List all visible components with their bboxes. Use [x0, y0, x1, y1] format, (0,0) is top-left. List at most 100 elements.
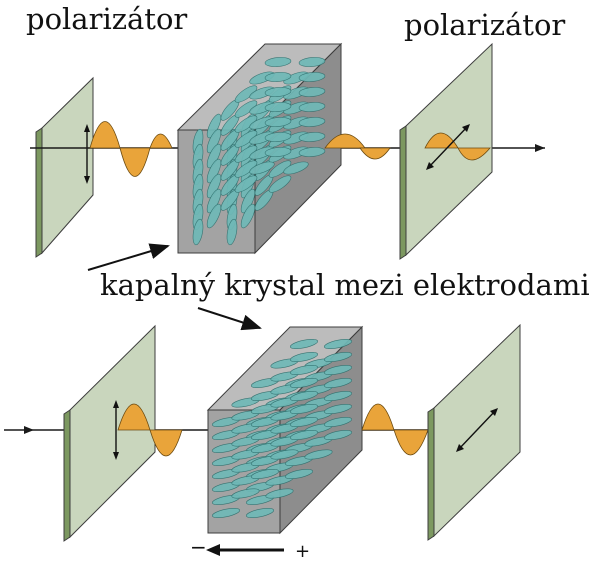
liquid-crystal-molecule [234, 145, 258, 163]
liquid-crystal-molecule [206, 143, 222, 169]
liquid-crystal-molecule [323, 351, 353, 363]
polarizer-face [69, 324, 156, 539]
liquid-crystal-molecule [298, 72, 326, 82]
liquid-crystal-molecule [289, 390, 319, 402]
liquid-crystal-molecule [284, 468, 314, 480]
arrow-tip [456, 444, 464, 452]
electrode-minus-sign: − [190, 535, 207, 559]
polarizer-edge [427, 407, 435, 541]
liquid-crystal-molecule [298, 132, 326, 142]
arrow-tip [490, 408, 498, 416]
liquid-crystal-molecule [323, 364, 353, 376]
top-right-polarizer [399, 42, 493, 260]
polarizer-edge [35, 127, 43, 258]
liquid-crystal-molecule [289, 429, 319, 441]
liquid-crystal-molecule [245, 507, 275, 519]
liquid-crystal-molecule [206, 128, 222, 154]
bottom-right-polarizer [427, 323, 521, 541]
diagonal-polarization-arrow [457, 409, 497, 451]
liquid-crystal-molecule [323, 377, 353, 389]
arrow-tip-down [84, 176, 90, 184]
liquid-crystal-molecule [289, 416, 319, 428]
liquid-crystal-molecule [265, 488, 294, 499]
wave-exit-lobe-down [393, 429, 429, 456]
wave-exit-lobe-up [361, 403, 395, 431]
liquid-crystal-molecule [289, 364, 319, 376]
liquid-crystal-molecule [289, 351, 319, 363]
liquid-crystal-molecule [250, 468, 280, 480]
arrow-tip-down [113, 452, 119, 460]
liquid-crystal-molecule [298, 102, 326, 112]
label-pointer-up [87, 243, 170, 271]
liquid-crystal-molecule [289, 403, 319, 415]
liquid-crystal-molecule [211, 507, 241, 519]
liquid-crystal-molecule [264, 117, 292, 127]
liquid-crystal-molecule [234, 175, 258, 193]
liquid-crystal-molecule [192, 218, 204, 246]
arrow-tip-up [84, 124, 90, 132]
aligned-molecules [211, 338, 353, 519]
liquid-crystal-molecule [231, 488, 260, 499]
wave-lobe-down [119, 147, 151, 177]
bottom-left-polarizer [63, 324, 156, 542]
liquid-crystal-molecule [270, 449, 299, 460]
liquid-crystal-molecule [264, 102, 292, 112]
liquid-crystal-molecule [289, 377, 319, 389]
arrow-tip [426, 162, 434, 170]
liquid-crystal-molecule [304, 449, 333, 460]
wave-lobe-down [149, 429, 183, 457]
liquid-crystal-molecule [206, 173, 222, 199]
liquid-crystal-molecule [289, 338, 319, 350]
wave-lobe-up [117, 403, 151, 431]
top-left-polarizer [35, 76, 94, 258]
liquid-crystal-molecule [264, 147, 292, 157]
polarizer-right-label: polarizátor [404, 8, 566, 42]
polarizer-edge [399, 125, 407, 260]
electric-field-arrowhead [206, 544, 220, 556]
liquid-crystal-molecule [234, 115, 258, 133]
liquid-crystal-molecule [234, 160, 258, 178]
bottom-beam-arrowhead [24, 426, 34, 434]
liquid-crystal-molecule [249, 161, 275, 175]
label-pointer-down [197, 307, 262, 331]
liquid-crystal-molecule [268, 160, 292, 178]
liquid-crystal-molecule [234, 85, 258, 103]
wave-lobe-up [89, 121, 121, 149]
liquid-crystal-molecule [240, 188, 256, 214]
liquid-crystal-molecule [240, 203, 256, 229]
polarizer-left-label: polarizátor [26, 2, 188, 36]
liquid-crystal-molecule [206, 188, 222, 214]
liquid-crystal-molecule [323, 429, 353, 441]
liquid-crystal-molecule [234, 100, 258, 118]
liquid-crystal-molecule [264, 72, 292, 82]
liquid-crystal-molecule [323, 403, 353, 415]
liquid-crystal-molecule [298, 147, 326, 157]
liquid-crystal-molecule [298, 117, 326, 127]
liquid-crystal-molecule [298, 87, 326, 97]
twisted-molecules [192, 57, 326, 246]
liquid-crystal-molecule [323, 416, 353, 428]
top-beam-arrowhead [535, 144, 545, 152]
liquid-crystal-label: kapalný krystal mezi elektrodami [100, 268, 590, 302]
liquid-crystal-molecule [323, 338, 353, 350]
liquid-crystal-molecule [323, 390, 353, 402]
polarizer-face [41, 76, 94, 255]
wave-lobe-small [149, 133, 173, 149]
top-panel [30, 42, 545, 260]
diagonal-polarization-arrow [427, 125, 469, 169]
liquid-crystal-molecule [264, 132, 292, 142]
bottom-panel [4, 323, 521, 556]
liquid-crystal-molecule [283, 161, 309, 175]
liquid-crystal-molecule [234, 130, 258, 148]
liquid-crystal-molecule [206, 203, 222, 229]
arrow-tip-up [113, 400, 119, 408]
liquid-crystal-molecule [226, 218, 238, 246]
liquid-crystal-molecule [264, 87, 292, 97]
liquid-crystal-molecule [206, 158, 222, 184]
wave-exit-lobe-2 [359, 147, 391, 160]
liquid-crystal-molecule [264, 57, 292, 67]
polarizer-edge [63, 409, 71, 542]
arrow-tip [462, 124, 470, 132]
liquid-crystal-molecule [206, 113, 222, 139]
